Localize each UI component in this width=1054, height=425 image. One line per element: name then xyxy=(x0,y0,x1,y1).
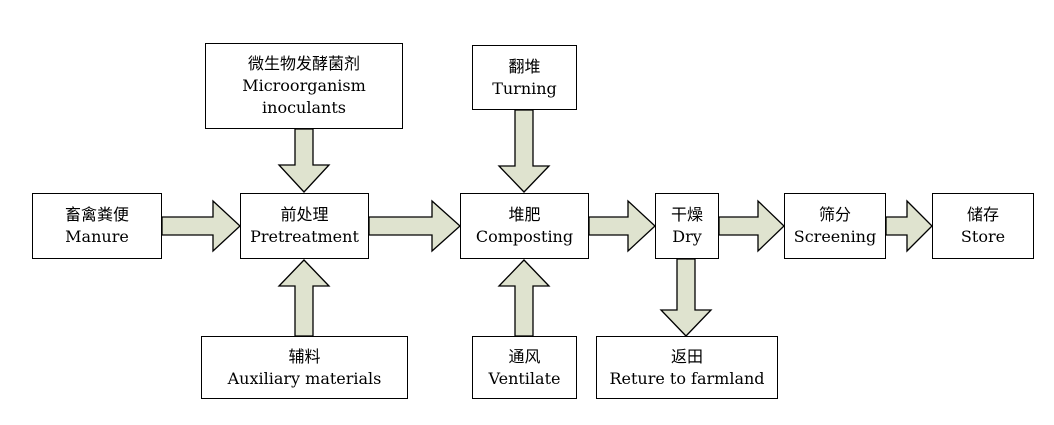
node-manure: 畜禽粪便 Manure xyxy=(32,193,162,259)
node-auxiliary-en: Auxiliary materials xyxy=(227,368,382,388)
node-screening-en: Screening xyxy=(793,227,877,246)
node-composting: 堆肥 Composting xyxy=(460,193,589,259)
arrow-manure-to-pretreatment xyxy=(161,199,241,253)
node-ventilate-en: Ventilate xyxy=(488,368,561,388)
node-composting-zh: 堆肥 xyxy=(508,205,541,224)
node-farmland-en: Reture to farmland xyxy=(609,368,765,388)
node-store-en: Store xyxy=(960,227,1006,246)
node-screening: 筛分 Screening xyxy=(784,193,886,259)
node-screening-zh: 筛分 xyxy=(818,205,851,224)
arrow-auxiliary-to-pretreatment xyxy=(277,259,331,337)
arrow-ventilate-to-composting xyxy=(497,259,551,337)
node-turning: 翻堆 Turning xyxy=(472,45,577,110)
node-pretreatment-zh: 前处理 xyxy=(280,205,329,224)
node-pretreatment: 前处理 Pretreatment xyxy=(240,193,369,259)
arrow-microorganism-to-pretreatment xyxy=(277,128,331,193)
node-microorganism-en-line2: inoculants xyxy=(262,98,346,117)
node-composting-en: Composting xyxy=(475,227,574,246)
node-dry-en: Dry xyxy=(672,227,702,246)
node-dry-zh: 干燥 xyxy=(670,205,703,224)
node-ventilate-zh: 通风 xyxy=(508,346,541,366)
node-store: 储存 Store xyxy=(932,193,1034,259)
node-return-to-farmland: 返田 Reture to farmland xyxy=(596,336,778,399)
node-pretreatment-en: Pretreatment xyxy=(250,227,359,246)
node-turning-en: Turning xyxy=(492,78,557,98)
arrow-turning-to-composting xyxy=(497,109,551,193)
node-dry: 干燥 Dry xyxy=(655,193,719,259)
node-manure-en: Manure xyxy=(65,227,129,246)
arrow-dry-to-screening xyxy=(718,199,785,253)
node-microorganism-inoculants: 微生物发酵菌剂 Microorganism inoculants xyxy=(205,43,403,129)
node-auxiliary-zh: 辅料 xyxy=(288,346,321,366)
node-microorganism-en-line1: Microorganism xyxy=(242,76,366,95)
arrow-composting-to-dry xyxy=(588,199,656,253)
node-auxiliary-materials: 辅料 Auxiliary materials xyxy=(201,336,408,399)
node-farmland-zh: 返田 xyxy=(670,346,703,366)
node-manure-zh: 畜禽粪便 xyxy=(64,205,129,224)
node-microorganism-zh: 微生物发酵菌剂 xyxy=(247,54,360,73)
node-store-zh: 储存 xyxy=(966,205,999,224)
arrow-dry-to-farmland xyxy=(659,258,713,337)
arrow-pretreatment-to-composting xyxy=(368,199,461,253)
node-turning-zh: 翻堆 xyxy=(508,56,541,76)
arrow-screening-to-store xyxy=(885,199,933,253)
node-ventilate: 通风 Ventilate xyxy=(472,336,577,399)
